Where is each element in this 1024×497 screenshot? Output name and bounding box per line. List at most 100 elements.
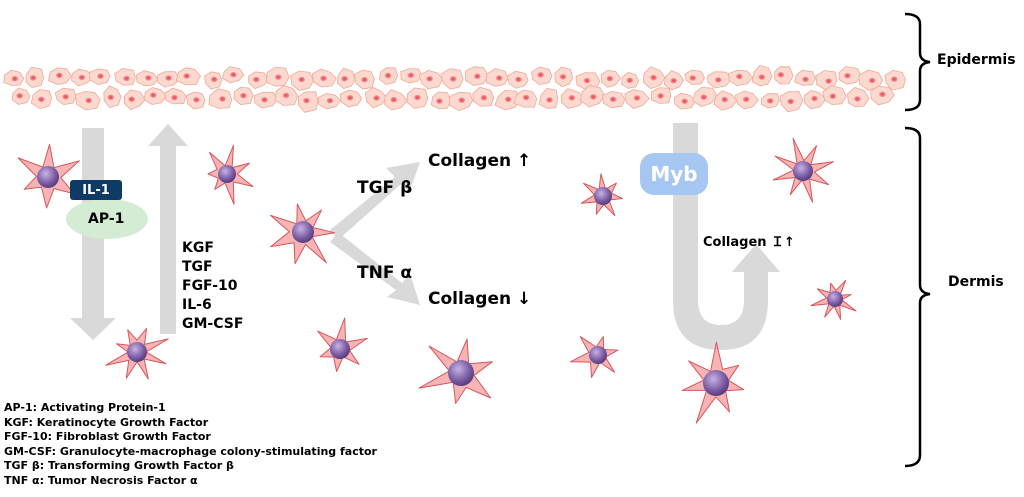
dermis-bracket bbox=[904, 126, 931, 468]
keratinocyte-nucleus bbox=[150, 92, 157, 98]
keratinocyte-nucleus bbox=[252, 76, 260, 83]
factor-item: GM-CSF bbox=[182, 316, 244, 332]
tnf-alpha-label: TNF α bbox=[357, 263, 413, 283]
keratinocyte-nucleus bbox=[390, 96, 398, 103]
keratinocyte-nucleus bbox=[426, 76, 434, 82]
keratinocyte-nucleus bbox=[230, 71, 237, 78]
keratinocyte-nucleus bbox=[183, 73, 190, 79]
keratinocyte-nucleus bbox=[449, 76, 457, 82]
keratinocyte-nucleus bbox=[275, 74, 282, 80]
keratinocyte-nucleus bbox=[97, 73, 104, 79]
keratinocyte-nucleus bbox=[736, 73, 743, 80]
keratinocyte-nucleus bbox=[384, 72, 392, 79]
keratinocyte-nucleus bbox=[522, 94, 530, 101]
keratinocyte-nucleus bbox=[504, 96, 512, 103]
collagen-myb-label: Collagen Ｉ↑ bbox=[703, 235, 795, 250]
keratinocyte-nucleus bbox=[29, 75, 37, 81]
keratinocyte-nucleus bbox=[546, 97, 553, 103]
keratinocyte-nucleus bbox=[436, 98, 443, 104]
tgf-beta-arrow bbox=[330, 162, 420, 240]
keratinocyte-nucleus bbox=[657, 93, 664, 99]
fibroblast-nucleus bbox=[127, 342, 147, 362]
fibroblast-nucleus bbox=[292, 221, 314, 243]
collagen-down-label: Collagen ↓ bbox=[428, 289, 532, 309]
epidermis-layer bbox=[3, 64, 906, 113]
keratinocyte-nucleus bbox=[480, 94, 488, 101]
keratinocyte-nucleus bbox=[825, 78, 832, 84]
keratinocyte-nucleus bbox=[829, 93, 837, 99]
keratinocyte-nucleus bbox=[341, 75, 348, 82]
keratinocyte-nucleus bbox=[458, 97, 466, 103]
keratinocyte-nucleus bbox=[495, 75, 503, 81]
ap1-label: AP-1 bbox=[88, 211, 125, 227]
keratinocyte-nucleus bbox=[802, 76, 809, 83]
keratinocyte-nucleus bbox=[145, 75, 152, 81]
fibroblast-nucleus bbox=[827, 291, 843, 307]
keratinocyte-nucleus bbox=[282, 92, 290, 99]
keratinocyte-nucleus bbox=[700, 94, 708, 100]
factor-item: KGF bbox=[182, 240, 214, 256]
keratinocyte-nucleus bbox=[590, 94, 597, 100]
collagen-up-label: Collagen ↑ bbox=[428, 151, 532, 171]
up-arrow bbox=[148, 124, 188, 334]
keratinocyte-nucleus bbox=[346, 95, 354, 101]
keratinocyte-nucleus bbox=[559, 74, 567, 80]
tnf-alpha-arrow bbox=[330, 232, 420, 305]
keratinocyte-nucleus bbox=[361, 76, 368, 83]
keratinocyte-nucleus bbox=[11, 75, 19, 82]
ap1-ellipse bbox=[66, 199, 148, 239]
fibroblast-nucleus bbox=[594, 187, 612, 205]
keratinocyte-nucleus bbox=[210, 76, 218, 83]
keratinocyte-nucleus bbox=[165, 75, 172, 81]
keratinocyte-nucleus bbox=[583, 77, 591, 84]
tgf-beta-label: TGF β bbox=[357, 178, 413, 198]
fibroblast-nucleus bbox=[330, 339, 350, 359]
keratinocyte-nucleus bbox=[128, 96, 135, 102]
fibroblast-nucleus bbox=[218, 165, 236, 183]
keratinocyte-nucleus bbox=[373, 95, 380, 101]
keratinocyte-nucleus bbox=[844, 72, 851, 79]
keratinocyte-nucleus bbox=[537, 72, 544, 78]
epidermis-bracket bbox=[904, 12, 931, 112]
fibroblast-nucleus bbox=[793, 161, 813, 181]
keratinocyte-nucleus bbox=[16, 93, 24, 99]
keratinocyte-nucleus bbox=[742, 96, 750, 103]
myb-uturn-arrow bbox=[673, 123, 780, 350]
keratinocyte-nucleus bbox=[123, 75, 130, 82]
keratinocyte-nucleus bbox=[854, 96, 861, 102]
keratinocyte-nucleus bbox=[78, 74, 86, 81]
keratinocyte-nucleus bbox=[606, 75, 614, 82]
fibroblast-nucleus bbox=[37, 166, 59, 188]
keratinocyte-nucleus bbox=[474, 73, 481, 80]
il1-label: IL-1 bbox=[70, 180, 122, 200]
keratinocyte-nucleus bbox=[721, 96, 728, 103]
keratinocyte-nucleus bbox=[407, 72, 415, 79]
legend-item: TNF α: Tumor Necrosis Factor α bbox=[4, 473, 198, 487]
keratinocyte-nucleus bbox=[766, 98, 774, 104]
legend-item: FGF-10: Fibroblast Growth Factor bbox=[4, 430, 211, 444]
keratinocyte-nucleus bbox=[56, 72, 63, 79]
secreted-factors-list: KGF TGF FGF-10 IL-6 GM-CSF bbox=[182, 239, 243, 334]
keratinocyte-nucleus bbox=[811, 95, 818, 102]
fibroblast-nucleus bbox=[589, 346, 607, 364]
fibroblast-cells bbox=[17, 137, 857, 424]
keratinocyte-nucleus bbox=[670, 77, 677, 84]
keratinocyte-nucleus bbox=[609, 96, 617, 103]
keratinocyte-nucleus bbox=[868, 77, 876, 84]
keratinocyte-nucleus bbox=[85, 97, 92, 104]
keratinocyte-nucleus bbox=[681, 98, 688, 105]
keratinocyte-nucleus bbox=[633, 95, 641, 101]
keratinocyte-nucleus bbox=[38, 96, 45, 103]
fibroblast-nucleus bbox=[703, 370, 729, 396]
keratinocyte-nucleus bbox=[261, 97, 268, 103]
legend-item: GM-CSF: Granulocyte-macrophage colony-st… bbox=[4, 444, 377, 458]
keratinocyte-nucleus bbox=[219, 96, 226, 102]
keratinocyte-nucleus bbox=[689, 75, 697, 81]
keratinocyte-nucleus bbox=[515, 76, 522, 83]
legend-item: AP-1: Activating Protein-1 bbox=[4, 401, 166, 414]
factor-item: IL-6 bbox=[182, 297, 212, 313]
epidermis-label: Epidermis bbox=[937, 52, 1016, 68]
keratinocyte-nucleus bbox=[171, 94, 178, 101]
myb-label: Myb bbox=[640, 153, 708, 195]
